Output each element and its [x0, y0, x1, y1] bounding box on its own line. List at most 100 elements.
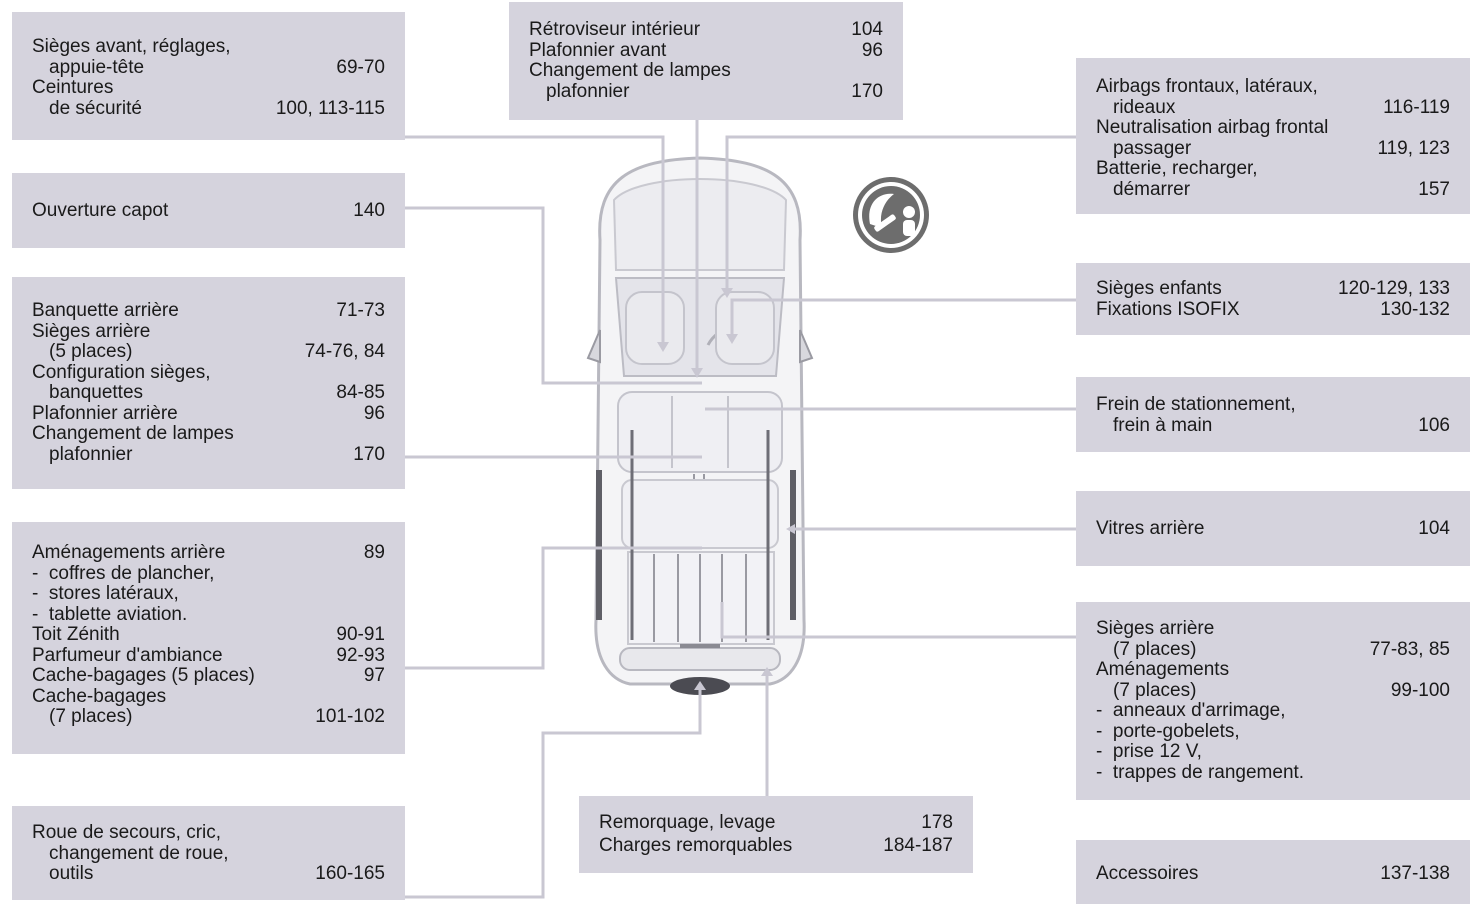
- entry-page: 178: [921, 812, 953, 833]
- row: Frein de stationnement,: [1096, 394, 1450, 416]
- row: plafonnier 170: [32, 443, 385, 466]
- row: - anneaux d'arrimage,: [1096, 700, 1450, 722]
- row: Toit Zénith 90-91: [32, 624, 385, 646]
- entry-page: 74-76, 84: [304, 341, 385, 362]
- row: - coffres de plancher,: [32, 562, 385, 585]
- row: banquettes 84-85: [32, 382, 385, 404]
- entry-label: Sièges arrière: [1096, 618, 1215, 639]
- entry-label: Configuration sièges,: [32, 361, 211, 383]
- box-accessories: Accessoires 137-138: [1076, 840, 1470, 904]
- entry-label: appuie-tête: [49, 56, 145, 78]
- row: Airbags frontaux, latéraux,: [1096, 76, 1450, 98]
- entry-page: 90-91: [336, 624, 385, 645]
- row: Plafonnier avant 96: [529, 39, 883, 62]
- row: Ceintures: [32, 77, 385, 99]
- entry-page: 92-93: [336, 644, 385, 666]
- box-child-seats: Sièges enfants 120-129, 133 Fixations ISO…: [1076, 263, 1470, 335]
- entry-label: banquettes: [49, 382, 144, 403]
- entry-page: 119, 123: [1377, 137, 1450, 159]
- entry-label: Parfumeur d'ambiance: [32, 644, 223, 666]
- entry-page: 84-85: [336, 382, 385, 403]
- entry-label: Sièges arrière: [32, 320, 151, 342]
- entry-label: frein à main: [1113, 414, 1213, 436]
- entry-page: 71-73: [336, 300, 385, 321]
- entry-page: 116-119: [1383, 96, 1450, 118]
- entry-label: Toit Zénith: [32, 624, 120, 645]
- entry-label: Ceintures: [32, 77, 114, 98]
- entry-label: - anneaux d'arrimage,: [1096, 700, 1286, 721]
- entry-label: changement de roue,: [49, 842, 229, 864]
- box-airbags: Airbags frontaux, latéraux, rideaux 116-1…: [1076, 58, 1470, 214]
- row: Changement de lampes: [529, 60, 883, 82]
- entry-label: Accessoires: [1096, 863, 1199, 884]
- entry-label: outils: [49, 863, 94, 884]
- car-top-view: [586, 156, 814, 695]
- entry-label: Frein de stationnement,: [1096, 394, 1296, 415]
- entry-page: 101-102: [315, 706, 385, 727]
- entry-page: 170: [353, 443, 385, 465]
- entry-page: 157: [1418, 178, 1450, 200]
- entry-label: - coffres de plancher,: [32, 562, 215, 584]
- entry-label: - tablette aviation.: [32, 603, 188, 625]
- entry-label: rideaux: [1113, 96, 1176, 118]
- row: (7 places) 99-100: [1096, 679, 1450, 702]
- entry-label: démarrer: [1113, 178, 1191, 200]
- row: Sièges avant, réglages,: [32, 36, 385, 58]
- row: rideaux 116-119: [1096, 96, 1450, 119]
- entry-label: Charges remorquables: [599, 834, 793, 856]
- entry-label: Ouverture capot: [32, 200, 169, 221]
- entry-label: Banquette arrière: [32, 300, 179, 321]
- entry-page: 120-129, 133: [1338, 278, 1450, 299]
- entry-label: - prise 12 V,: [1096, 741, 1202, 762]
- row: Aménagements: [1096, 659, 1450, 681]
- row: Sièges enfants 120-129, 133: [1096, 278, 1450, 300]
- entry-label: Batterie, recharger,: [1096, 158, 1258, 179]
- row: Sièges arrière: [32, 320, 385, 343]
- entry-label: Sièges enfants: [1096, 278, 1222, 299]
- entry-label: (7 places): [1113, 679, 1197, 701]
- row: - prise 12 V,: [1096, 741, 1450, 763]
- entry-label: Plafonnier avant: [529, 39, 667, 61]
- entry-label: (7 places): [1113, 638, 1197, 660]
- entry-label: plafonnier: [49, 443, 133, 465]
- entry-page: 130-132: [1380, 298, 1450, 320]
- entry-label: Cache-bagages: [32, 685, 167, 707]
- entry-page: 99-100: [1390, 679, 1450, 701]
- entry-page: 100, 113-115: [275, 97, 385, 119]
- row: Batterie, recharger,: [1096, 158, 1450, 180]
- row: Roue de secours, cric,: [32, 822, 385, 844]
- row: Changement de lampes: [32, 423, 385, 445]
- entry-page: 96: [861, 39, 883, 61]
- row: changement de roue,: [32, 842, 385, 865]
- row: Banquette arrière 71-73: [32, 300, 385, 322]
- box-parking-brake: Frein de stationnement, frein à main 106: [1076, 377, 1470, 452]
- entry-page: 137-138: [1380, 863, 1450, 884]
- box-spare-wheel: Roue de secours, cric, changement de rou…: [12, 806, 405, 900]
- leader-lines: [405, 120, 1077, 899]
- entry-page: 104: [1418, 518, 1450, 539]
- leader-arrowheads: [657, 288, 795, 690]
- row: Configuration sièges,: [32, 361, 385, 384]
- entry-page: 160-165: [315, 863, 385, 884]
- entry-label: Changement de lampes: [32, 423, 234, 444]
- entry-page: 69-70: [336, 56, 385, 78]
- entry-page: 104: [851, 19, 883, 40]
- row: Cache-bagages: [32, 685, 385, 708]
- row: Parfumeur d'ambiance 92-93: [32, 644, 385, 667]
- entry-page: 106: [1418, 414, 1450, 436]
- entry-label: Airbags frontaux, latéraux,: [1096, 76, 1318, 97]
- entry-label: - trappes de rangement.: [1096, 761, 1305, 783]
- row: Remorquage, levage 178: [599, 812, 953, 834]
- entry-label: Remorquage, levage: [599, 812, 776, 833]
- entry-label: Aménagements arrière: [32, 542, 226, 563]
